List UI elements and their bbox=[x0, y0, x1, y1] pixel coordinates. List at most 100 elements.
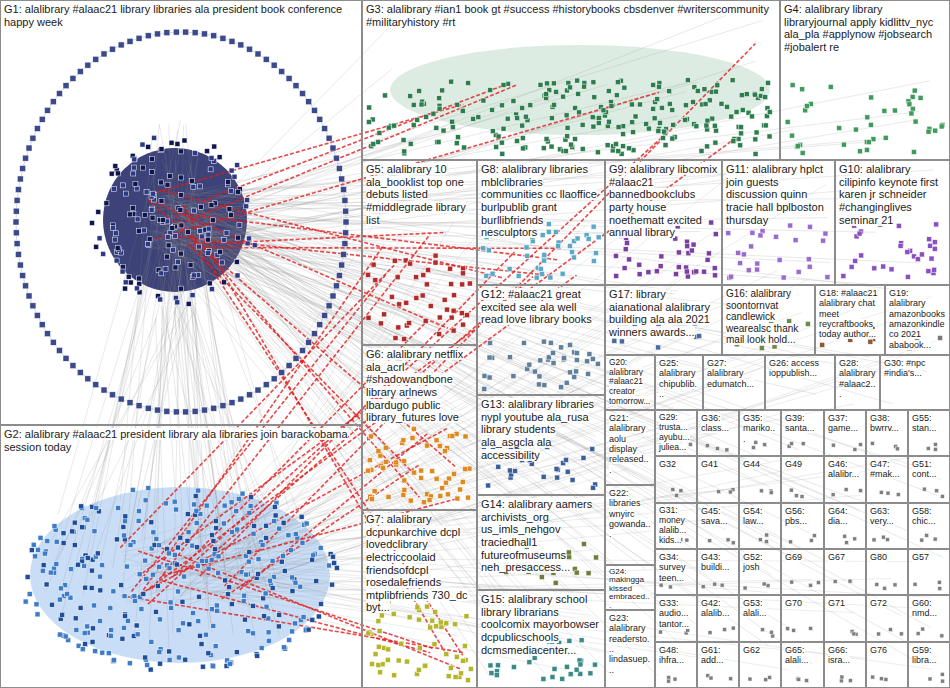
vertex-icon bbox=[150, 215, 155, 220]
vertex-icon bbox=[15, 187, 21, 193]
vertex-icon bbox=[146, 486, 151, 491]
vertex-icon bbox=[877, 632, 881, 636]
vertex-icon bbox=[922, 487, 926, 491]
vertex-icon bbox=[367, 458, 372, 463]
vertex-icon bbox=[884, 677, 888, 681]
vertex-icon bbox=[425, 443, 430, 448]
vertex-icon bbox=[463, 434, 468, 439]
vertex-icon bbox=[857, 149, 862, 154]
vertex-icon bbox=[532, 655, 537, 660]
vertex-icon bbox=[423, 318, 428, 323]
group-box: G46: alalibr... bbox=[824, 456, 866, 503]
vertex-icon bbox=[78, 605, 83, 610]
vertex-icon bbox=[430, 469, 435, 474]
vertex-icon bbox=[281, 645, 286, 650]
vertex-icon bbox=[893, 583, 897, 587]
vertex-icon bbox=[137, 572, 142, 577]
vertex-icon bbox=[708, 631, 712, 635]
vertex-icon bbox=[461, 322, 466, 327]
group-label: G24: makingga kissed embraced... bbox=[609, 567, 650, 610]
vertex-icon bbox=[259, 645, 264, 650]
vertex-edge bbox=[91, 262, 151, 522]
vertex-edge bbox=[83, 250, 151, 596]
vertex-icon bbox=[90, 626, 95, 631]
vertex-icon bbox=[738, 125, 743, 130]
vertex-icon bbox=[366, 272, 371, 277]
vertex-icon bbox=[694, 124, 699, 129]
vertex-icon bbox=[385, 657, 390, 662]
vertex-icon bbox=[729, 677, 733, 681]
vertex-icon bbox=[172, 499, 177, 504]
group-label-wrap: G61: add... bbox=[698, 643, 738, 668]
vertex-icon bbox=[460, 658, 465, 663]
vertex-icon bbox=[731, 626, 735, 630]
vertex-icon bbox=[437, 443, 442, 448]
group-label-wrap: G60: nmd... bbox=[909, 596, 949, 621]
group-box: G64: dia... bbox=[824, 503, 866, 549]
vertex-icon bbox=[317, 116, 323, 122]
vertex-icon bbox=[147, 237, 152, 242]
vertex-icon bbox=[298, 584, 303, 589]
vertex-icon bbox=[539, 575, 544, 580]
vertex-icon bbox=[383, 459, 388, 464]
vertex-icon bbox=[728, 490, 732, 494]
vertex-icon bbox=[431, 111, 436, 116]
group-label-wrap: G69 bbox=[782, 550, 823, 564]
vertex-icon bbox=[705, 118, 710, 123]
vertex-icon bbox=[327, 563, 332, 568]
vertex-icon bbox=[465, 313, 470, 318]
vertex-icon bbox=[438, 620, 443, 625]
vertex-icon bbox=[428, 625, 433, 630]
group-box: G57 bbox=[908, 549, 950, 595]
vertex-icon bbox=[581, 455, 586, 460]
vertex-icon bbox=[159, 147, 164, 152]
vertex-icon bbox=[245, 198, 250, 203]
group-box: G37: game... bbox=[824, 410, 866, 456]
vertex-icon bbox=[25, 574, 30, 579]
vertex-icon bbox=[754, 440, 758, 444]
vertex-icon bbox=[125, 618, 130, 623]
vertex-icon bbox=[50, 99, 56, 105]
group-label-wrap: G14: alalibrary aamers archivists_org us… bbox=[478, 496, 604, 576]
vertex-icon bbox=[575, 236, 580, 241]
group-label: G15: alalibrary school library librarian… bbox=[481, 593, 599, 656]
vertex-icon bbox=[427, 498, 432, 503]
group-label: G33: audio... tantor... bbox=[659, 598, 689, 629]
vertex-icon bbox=[213, 519, 218, 524]
vertex-icon bbox=[795, 144, 800, 149]
vertex-icon bbox=[655, 97, 660, 102]
vertex-icon bbox=[101, 251, 106, 256]
group-label-wrap: G43: buildi... bbox=[698, 550, 738, 575]
vertex-icon bbox=[39, 116, 45, 122]
vertex-icon bbox=[314, 579, 319, 584]
vertex-icon bbox=[104, 201, 109, 206]
vertex-icon bbox=[805, 321, 810, 326]
group-label: G12: #alaac21 great excited see ala well… bbox=[481, 288, 592, 325]
vertex-icon bbox=[667, 679, 671, 683]
vertex-icon bbox=[831, 493, 835, 497]
vertex-icon bbox=[168, 600, 173, 605]
vertex-icon bbox=[433, 260, 438, 265]
vertex-icon bbox=[853, 447, 857, 451]
vertex-icon bbox=[662, 129, 667, 134]
group-label-wrap: G20: alalibrary #alaac21 creator tomorro… bbox=[606, 356, 654, 408]
group-label-wrap: G12: #alaac21 great excited see ala well… bbox=[478, 286, 604, 328]
vertex-icon bbox=[546, 229, 551, 234]
vertex-icon bbox=[139, 607, 144, 612]
vertex-icon bbox=[247, 510, 252, 515]
vertex-icon bbox=[898, 243, 903, 248]
group-label: G27: alalibrary edumatch... bbox=[707, 358, 754, 389]
vertex-icon bbox=[564, 664, 569, 669]
vertex-icon bbox=[571, 255, 576, 260]
vertex-icon bbox=[224, 230, 229, 235]
vertex-icon bbox=[738, 261, 743, 266]
vertex-icon bbox=[77, 69, 83, 75]
vertex-edge bbox=[62, 207, 174, 612]
vertex-icon bbox=[767, 110, 772, 115]
vertex-icon bbox=[330, 582, 335, 587]
vertex-icon bbox=[201, 31, 207, 37]
vertex-icon bbox=[567, 638, 572, 643]
vertex-icon bbox=[738, 143, 743, 148]
vertex-icon bbox=[90, 639, 95, 644]
vertex-icon bbox=[910, 106, 915, 111]
